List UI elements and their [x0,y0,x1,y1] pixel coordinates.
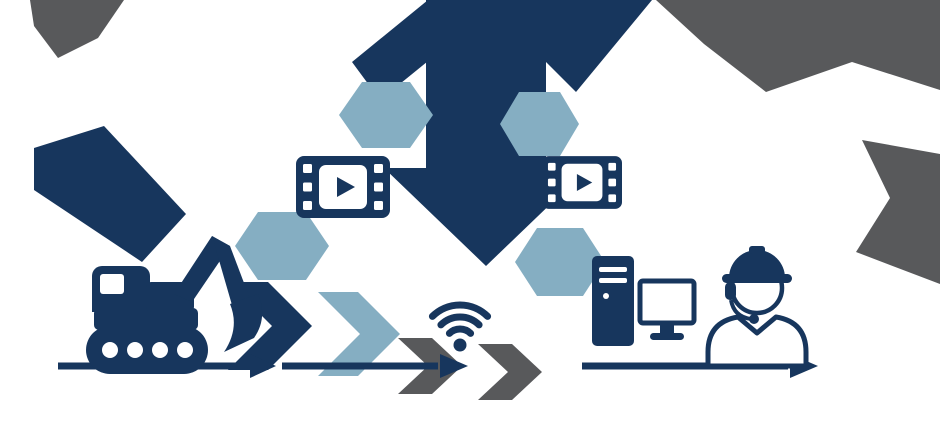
wifi-arcs [428,301,492,337]
operator-hardhat-headset-icon [698,226,816,370]
excavator-icon [82,222,267,377]
navy-wing-right [534,0,652,92]
gray-wedge-top-left [30,0,124,58]
hardhat-ridge [749,246,765,254]
monitor-stand [660,323,674,333]
play-triangle-icon [337,177,355,197]
hexagon [515,228,605,296]
excavator-track [86,326,208,374]
wifi-signal-icon [416,286,504,354]
headset-mic [749,314,759,324]
excavator-boom [174,236,230,302]
excavator-window [100,274,124,294]
flow-arrowhead [250,354,276,378]
tower-details [599,267,627,299]
navy-band-left [34,126,186,262]
navy-arrow-down [384,0,588,266]
steel-chevron [318,292,400,376]
excavator-bucket [224,294,263,352]
hexagon [339,82,433,148]
monitor-screen [637,278,697,326]
hexagon [235,212,329,280]
film-sprockets [303,164,383,210]
wifi-dot [453,338,467,352]
operator-torso [705,314,809,369]
excavator-stick [212,236,252,312]
flow-arrowhead [440,354,468,378]
gray-mass-top-right [656,0,940,92]
navy-chevron [228,282,312,370]
film-sprockets [547,162,617,203]
monitor-base [650,333,684,340]
excavator-chassis [94,308,198,330]
play-triangle-icon [576,173,593,192]
headset-earcup [725,282,736,300]
film-frame-play-icon [542,156,622,209]
headset-mic-boom [729,299,752,321]
gray-chevron [478,344,542,400]
film-frame-play-icon [296,156,390,218]
gray-blob-right [856,140,940,284]
hardhat-brim [722,274,792,283]
computer-workstation-icon [590,254,698,350]
hardhat-dome [729,250,785,279]
hexagon [500,92,579,156]
excavator-rollers [102,342,193,358]
